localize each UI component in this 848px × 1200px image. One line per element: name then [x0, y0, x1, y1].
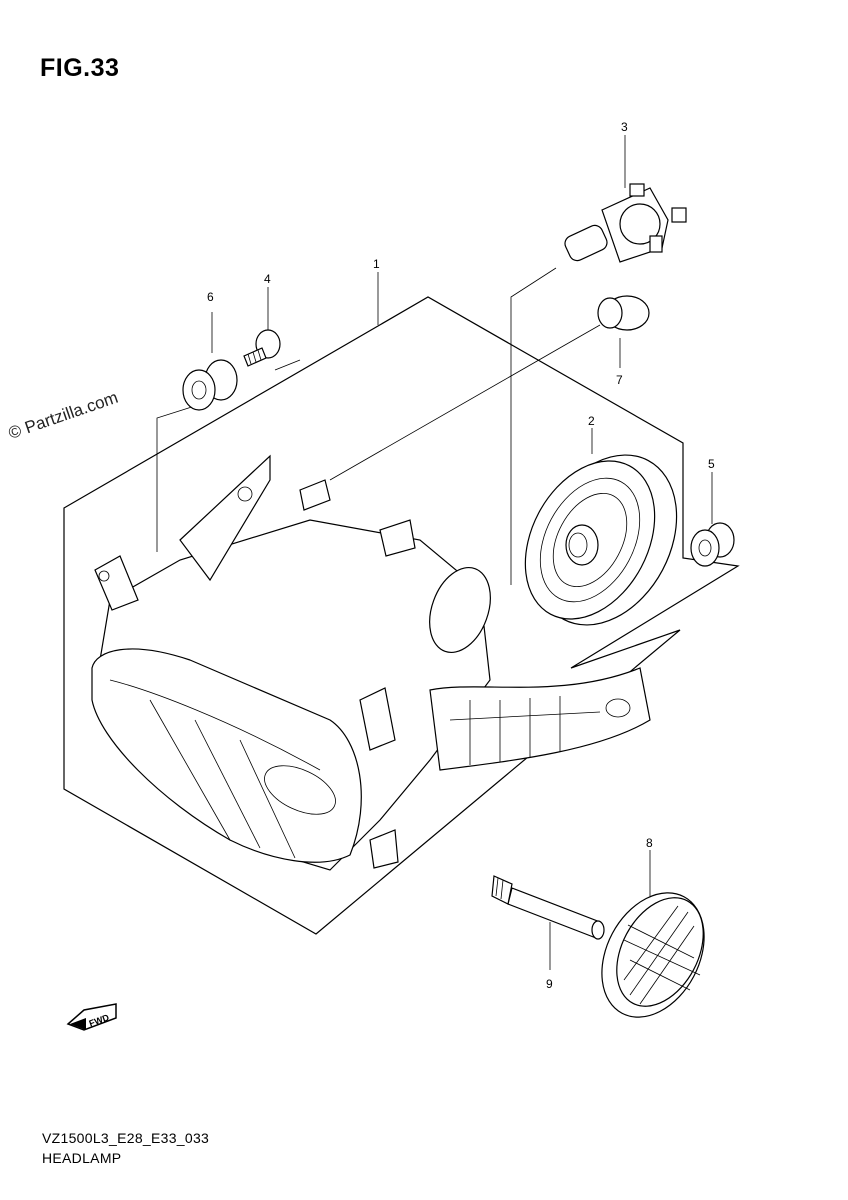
callout-1: 1 — [373, 257, 380, 271]
headlamp-housing-part — [91, 454, 651, 871]
collar-part — [491, 875, 605, 940]
guide-line-3 — [510, 267, 557, 585]
guide-line-6 — [156, 404, 199, 552]
bulb-cover-part — [597, 295, 650, 331]
screw-part — [243, 329, 281, 367]
cushion-part-6 — [182, 359, 238, 411]
callout-2: 2 — [588, 414, 595, 428]
diagram-code: VZ1500L3_E28_E33_033 — [42, 1130, 210, 1146]
guide-line-4 — [274, 359, 301, 371]
cushion-part-5 — [690, 522, 735, 567]
callout-3: 3 — [621, 120, 628, 134]
callout-7: 7 — [616, 373, 623, 387]
assembly-frame — [63, 296, 740, 935]
socket-reflector-part — [524, 454, 678, 626]
reflex-reflector-part — [601, 892, 705, 1018]
headlamp-bulb-part — [564, 183, 687, 263]
callout-8: 8 — [646, 836, 653, 850]
callout-6: 6 — [207, 290, 214, 304]
callout-9: 9 — [546, 977, 553, 991]
guide-line-7 — [329, 324, 601, 481]
diagram-caption: HEADLAMP — [42, 1150, 122, 1166]
figure-title: FIG.33 — [40, 54, 120, 82]
callout-4: 4 — [264, 272, 271, 286]
callout-5: 5 — [708, 457, 715, 471]
fwd-arrow-icon: FWD — [66, 1003, 117, 1031]
